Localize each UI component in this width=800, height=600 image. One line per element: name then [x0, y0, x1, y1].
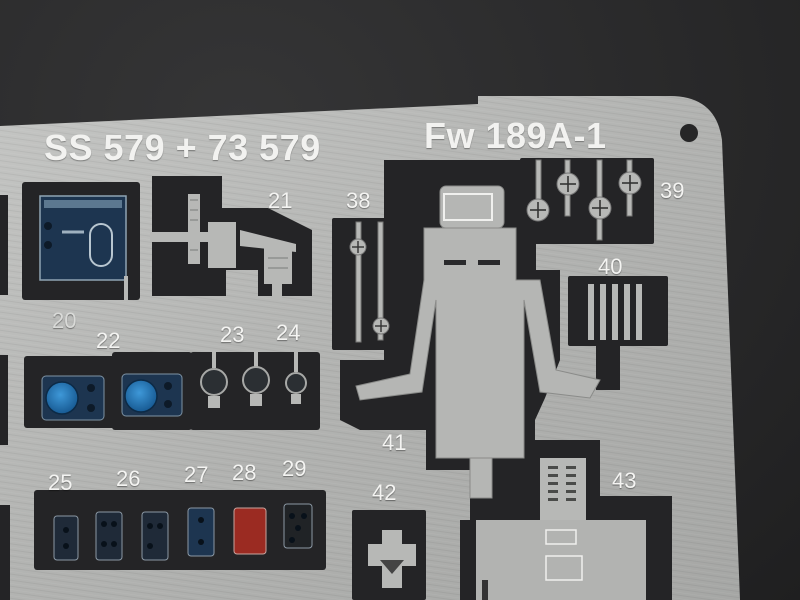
part-42 — [368, 530, 416, 588]
part-21 — [150, 194, 296, 300]
part-number-29: 29 — [282, 456, 307, 481]
part-number-25: 25 — [48, 470, 73, 495]
fret-model-label: Fw 189A-1 — [424, 115, 607, 156]
part-number-28: 28 — [232, 460, 257, 485]
part-number-39: 39 — [660, 178, 685, 203]
part-number-38: 38 — [346, 188, 371, 213]
part-number-21: 21 — [268, 188, 293, 213]
part-23-24 — [212, 352, 298, 372]
fret-code-label: SS 579 + 73 579 — [44, 127, 321, 168]
part-number-40: 40 — [598, 254, 623, 279]
part-number-26: 26 — [116, 466, 141, 491]
parts-25-29 — [53, 503, 313, 561]
part-20 — [39, 195, 128, 300]
mounting-hole — [680, 124, 698, 142]
part-number-24: 24 — [276, 320, 301, 345]
part-43 — [476, 458, 646, 600]
part-41 — [355, 185, 601, 499]
part-number-23: 23 — [220, 322, 245, 347]
part-number-27: 27 — [184, 462, 209, 487]
part-number-20: 20 — [52, 308, 77, 333]
part-40 — [588, 284, 642, 340]
part-number-42: 42 — [372, 480, 397, 505]
part-number-22: 22 — [96, 328, 121, 353]
part-number-41: 41 — [382, 430, 407, 455]
part-22 — [41, 373, 183, 421]
part-number-43: 43 — [612, 468, 637, 493]
